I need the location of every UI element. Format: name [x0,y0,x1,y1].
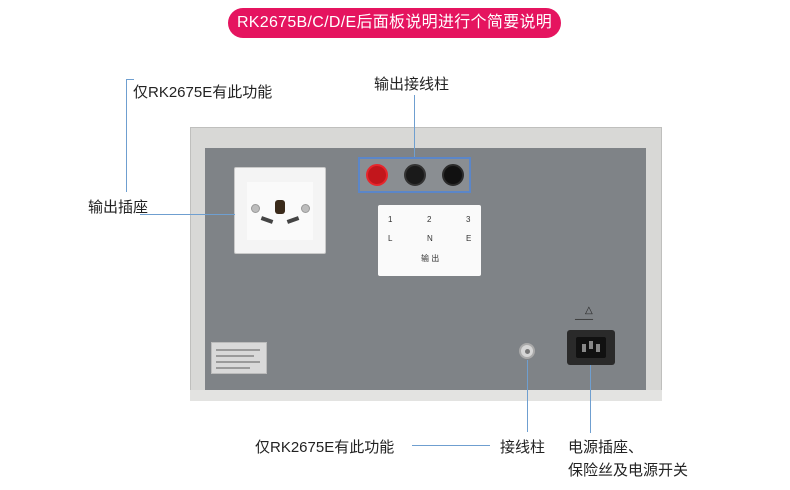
nameplate-line [216,355,254,357]
socket-hole-icon [275,200,285,214]
card-number: 1 [388,215,393,224]
red-terminal-icon [366,164,388,186]
pin-icon [596,344,600,352]
output-label-card: 1 2 3 L N E 输 出 [378,205,481,276]
rating-mark: ━━━━━━ [575,317,594,323]
pin-icon [589,341,593,349]
output-socket [234,167,326,254]
power-inlet [567,330,615,365]
nameplate-line [216,349,260,351]
binding-post [519,343,535,359]
callout-line [126,79,134,80]
card-caption: 输 出 [421,254,440,263]
callout-line [126,79,127,192]
card-letter: N [427,234,433,243]
label-output-terminal: 输出接线柱 [374,76,450,93]
label-rk2675e-top: 仅RK2675E有此功能 [133,84,273,101]
card-number: 2 [427,215,432,224]
warning-icon: △ [585,305,593,316]
callout-line [140,214,235,215]
black-terminal-icon [404,164,426,186]
label-rk2675e-bottom: 仅RK2675E有此功能 [255,439,395,456]
screw-icon [251,204,260,213]
card-letter: E [466,234,472,243]
socket-slot-icon [260,216,274,224]
socket-face [247,182,313,240]
nameplate [211,342,267,374]
screw-icon [301,204,310,213]
rear-panel-base [190,390,662,401]
output-terminals-highlight [358,157,471,193]
power-inlet-socket [576,337,606,358]
card-letter: L [388,234,393,243]
label-output-socket: 输出插座 [88,199,149,216]
label-binding-post: 接线柱 [500,439,546,456]
callout-line [412,445,490,446]
binding-post-center [525,349,530,354]
label-power-socket-2: 保险丝及电源开关 [568,462,689,479]
nameplate-line [216,367,250,369]
callout-line [590,365,591,433]
callout-line [414,95,415,157]
socket-slot-icon [286,216,300,224]
nameplate-line [216,361,260,363]
page-title: RK2675B/C/D/E后面板说明进行个简要说明 [228,8,561,38]
card-number: 3 [466,215,471,224]
label-power-socket-1: 电源插座、 [568,439,644,456]
callout-line [527,360,528,432]
pin-icon [582,344,586,352]
ground-terminal-icon [442,164,464,186]
